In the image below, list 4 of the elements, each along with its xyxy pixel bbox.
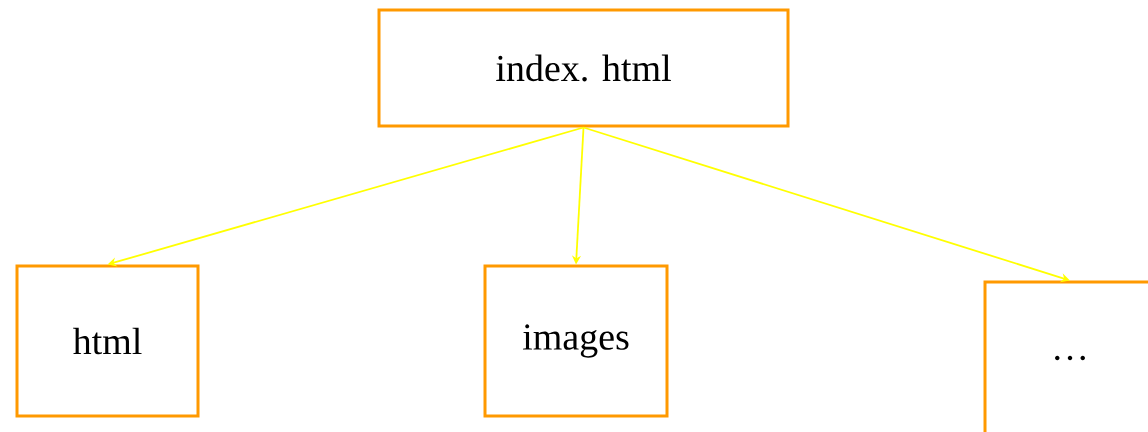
folder-box: images <box>483 264 669 418</box>
folder-box: … <box>983 280 1148 432</box>
folder-box: index. html <box>377 8 790 128</box>
folder-box: html <box>15 264 200 418</box>
